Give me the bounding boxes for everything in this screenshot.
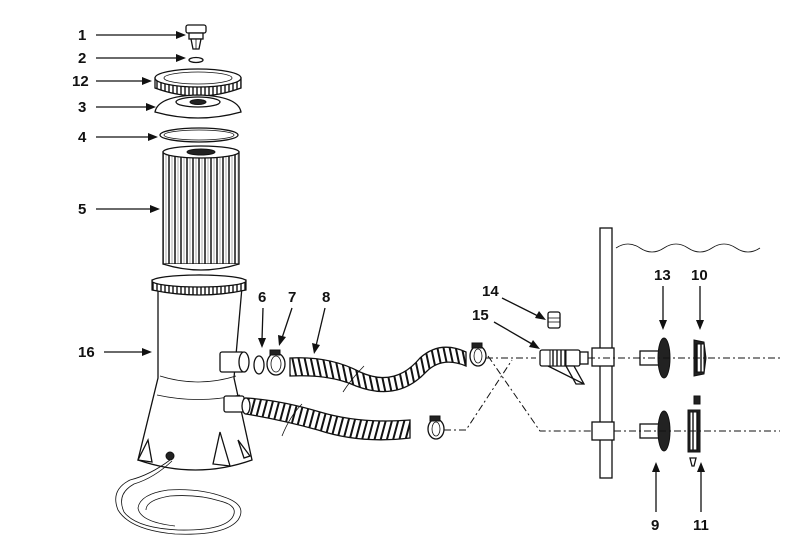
label-5-text: 5 (78, 201, 86, 218)
label-11: 11 (693, 462, 709, 534)
part-15-plunger-valve (539, 349, 589, 385)
label-1: 1 (78, 27, 186, 44)
label-7-text: 7 (288, 289, 296, 306)
label-8: 8 (312, 289, 330, 354)
label-1-text: 1 (78, 27, 86, 44)
label-6-text: 6 (258, 289, 266, 306)
part-5-filter-cartridge (162, 145, 240, 271)
label-12-text: 12 (72, 73, 89, 90)
part-8-hose-top (289, 346, 467, 393)
label-10: 10 (691, 267, 708, 330)
part-3-filter-cover (154, 94, 242, 119)
part-16-pump-housing (137, 274, 253, 471)
label-13: 13 (654, 267, 671, 330)
part-2-small-o-ring (188, 56, 204, 64)
label-15: 15 (472, 307, 540, 349)
label-2: 2 (78, 50, 186, 67)
label-15-text: 15 (472, 307, 489, 324)
part-4-cover-o-ring (159, 127, 239, 143)
label-16-text: 16 (78, 344, 95, 361)
part-14-plug (547, 311, 561, 329)
label-13-text: 13 (654, 267, 671, 284)
label-6: 6 (258, 289, 266, 348)
label-14-text: 14 (482, 283, 499, 300)
label-11-text: 11 (693, 517, 709, 534)
label-4-text: 4 (78, 129, 87, 146)
label-7: 7 (278, 289, 296, 346)
label-5: 5 (78, 201, 160, 218)
power-cord (115, 459, 242, 535)
hose-clamp-bottom-right (427, 415, 445, 440)
label-8-text: 8 (322, 289, 330, 306)
label-3-text: 3 (78, 99, 86, 116)
part-12-lock-ring (154, 68, 242, 97)
label-10-text: 10 (691, 267, 708, 284)
pool-wall (591, 227, 761, 479)
label-3: 3 (78, 99, 156, 116)
label-16: 16 (78, 344, 152, 361)
part-7-hose-clamp (266, 349, 286, 376)
hose-bottom (241, 397, 411, 441)
label-2-text: 2 (78, 50, 86, 67)
label-12: 12 (72, 73, 152, 90)
hose-clamp-top-right (469, 342, 487, 367)
label-9-text: 9 (651, 517, 659, 534)
label-4: 4 (78, 129, 158, 146)
guide-lines (444, 355, 780, 432)
part-6-hose-o-ring (253, 355, 265, 375)
label-9: 9 (651, 462, 660, 534)
part-1-bleed-screw (185, 24, 207, 50)
label-14: 14 (482, 283, 546, 320)
